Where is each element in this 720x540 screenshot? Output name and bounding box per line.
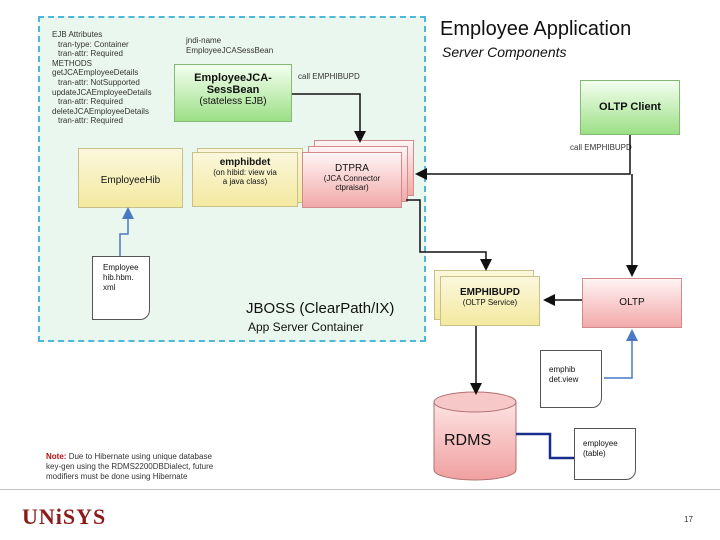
- oltp-box: OLTP: [582, 278, 682, 328]
- emphibdet-box: emphibdet (on hibid: view via a java cla…: [192, 152, 298, 207]
- arrow-dtpra-to-upd: [406, 199, 492, 271]
- emp-doc-line: Employee: [103, 263, 139, 272]
- emphib-view-doc: emphib det.view: [540, 350, 602, 408]
- dtpra-line2: ctpraisar): [335, 183, 369, 192]
- emphibupd-sub: (OLTP Service): [462, 298, 518, 307]
- view-doc-line: emphib: [549, 365, 576, 374]
- dtpra-title: DTPRA: [335, 163, 369, 174]
- ejb-attr-line: deleteJCAEmployeeDetails: [52, 106, 149, 116]
- arrow-doc-to-hib: [119, 207, 134, 256]
- sess-bean-line2: SessBean: [206, 84, 260, 96]
- oltp-client-box: OLTP Client: [580, 80, 680, 135]
- sess-bean-box: EmployeeJCA- SessBean (stateless EJB): [174, 64, 292, 122]
- note-line: key-gen using the RDMS2200DBDialect, fut…: [46, 462, 214, 471]
- ejb-attr-line: METHODS: [52, 58, 92, 68]
- oltp-client-label: OLTP Client: [599, 101, 661, 113]
- oltp-label: OLTP: [619, 297, 645, 308]
- table-doc-line: employee: [583, 439, 618, 448]
- ejb-attr-line: tran-type: Container: [58, 39, 129, 49]
- arrow-view-to-oltp: [604, 329, 638, 379]
- employee-hib-label: EmployeeHib: [100, 175, 161, 186]
- jndi-label: jndi-name EmployeeJCASessBean: [186, 36, 296, 55]
- employee-table-doc: employee (table): [574, 428, 636, 480]
- slide-subtitle: Server Components: [442, 44, 567, 60]
- table-doc-line: (table): [583, 449, 606, 458]
- call-upd-label: call EMPHIBUPD: [298, 72, 360, 81]
- emp-doc-line: xml: [103, 283, 116, 292]
- ejb-attr-line: tran-attr: Required: [58, 49, 123, 59]
- footer-divider: [0, 489, 720, 490]
- emphibdet-line1: (on hibid: view via: [213, 168, 277, 177]
- jndi-line: jndi-name: [186, 36, 222, 45]
- ejb-attributes: EJB Attributes tran-type: Container tran…: [52, 30, 172, 126]
- ejb-attr-line: getJCAEmployeeDetails: [52, 68, 139, 78]
- emphibupd-box: EMPHIBUPD (OLTP Service): [440, 276, 540, 326]
- note-label: Note:: [46, 452, 67, 461]
- employee-hbm-doc: Employee hib.hbm. xml: [92, 256, 150, 320]
- view-doc-line: det.view: [549, 375, 579, 384]
- jndi-line: EmployeeJCASessBean: [186, 45, 274, 55]
- arrow-client-to-dtpra: [415, 135, 631, 180]
- emphibupd-title: EMPHIBUPD: [459, 287, 520, 298]
- call-pd-label: call EMPHIBUPD: [570, 143, 632, 152]
- ejb-attr-line: tran-attr: Required: [58, 116, 123, 126]
- emphibdet-line2: a java class): [222, 177, 268, 186]
- ejb-attr-line: tran-attr: NotSupported: [58, 77, 140, 87]
- line-rdms-to-table: [516, 432, 574, 460]
- emphibdet-title: emphibdet: [219, 157, 271, 168]
- sess-bean-line1: EmployeeJCA-: [194, 72, 272, 84]
- dtpra-box: DTPRA (JCA Connector ctpraisar): [302, 152, 402, 208]
- sess-bean-line3: (stateless EJB): [199, 96, 267, 107]
- emp-doc-line: hib.hbm.: [103, 273, 134, 282]
- rdms-cylinder: [433, 391, 517, 481]
- slide-title: Employee Application: [440, 18, 632, 40]
- unisys-logo: UNiSYS: [22, 504, 107, 529]
- arrow-bean-to-dtpra: [292, 93, 366, 143]
- note-block: Note: Due to Hibernate using unique data…: [46, 452, 276, 482]
- note-line: Due to Hibernate using unique database: [68, 452, 212, 461]
- container-label-sub: App Server Container: [248, 320, 364, 334]
- rdms-label: RDMS: [444, 432, 492, 449]
- note-line: modifiers must be done using Hibernate: [46, 472, 188, 481]
- dtpra-line1: (JCA Connector: [323, 174, 381, 183]
- ejb-attr-line: EJB Attributes: [52, 30, 103, 39]
- page-number: 17: [684, 515, 693, 524]
- ejb-attr-line: updateJCAEmployeeDetails: [52, 87, 152, 97]
- container-label-main: JBOSS (ClearPath/IX): [246, 300, 395, 317]
- ejb-attr-line: tran-attr: Required: [58, 97, 123, 107]
